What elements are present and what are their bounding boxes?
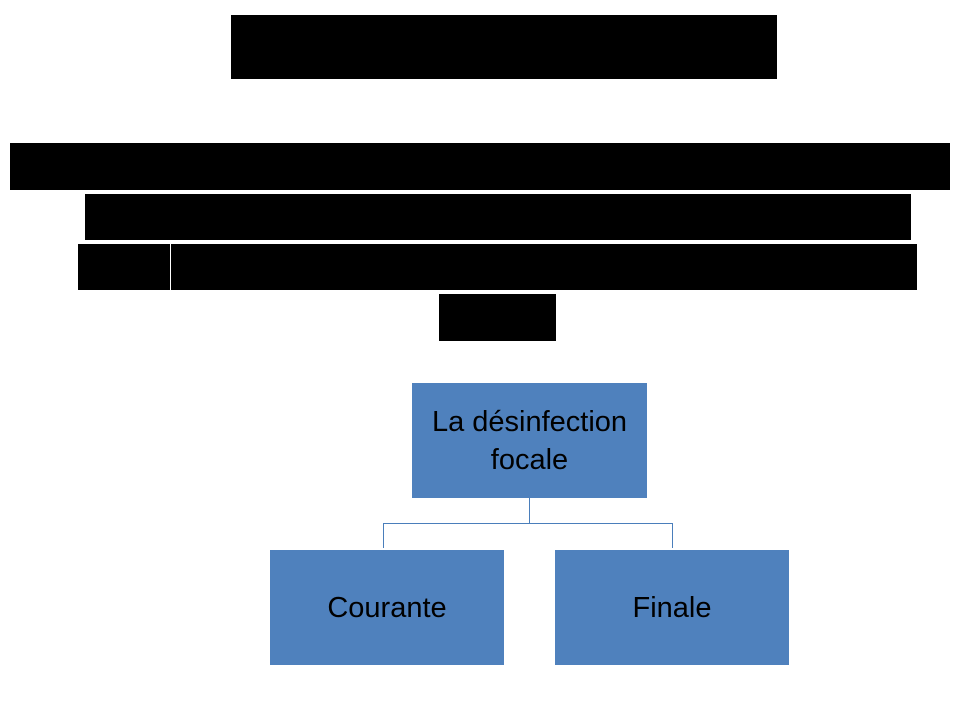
redacted-text-line-1: [10, 143, 950, 190]
redacted-text-line-3b: [171, 244, 917, 290]
redacted-text-line-4: [439, 294, 556, 341]
child-node-courante: Courante: [270, 550, 504, 665]
connector-right: [672, 523, 673, 548]
child-node-label: Courante: [327, 591, 447, 624]
connector-bar: [383, 523, 673, 524]
redacted-text-line-2: [85, 194, 911, 240]
redacted-title: [231, 15, 777, 79]
child-node-label: Finale: [632, 591, 712, 624]
child-node-finale: Finale: [555, 550, 789, 665]
root-node-label: La désinfection focale: [431, 405, 628, 476]
redacted-text-line-3a: [78, 244, 170, 290]
root-node: La désinfection focale: [412, 383, 647, 498]
connector-left: [383, 523, 384, 548]
connector-stem: [529, 498, 530, 524]
